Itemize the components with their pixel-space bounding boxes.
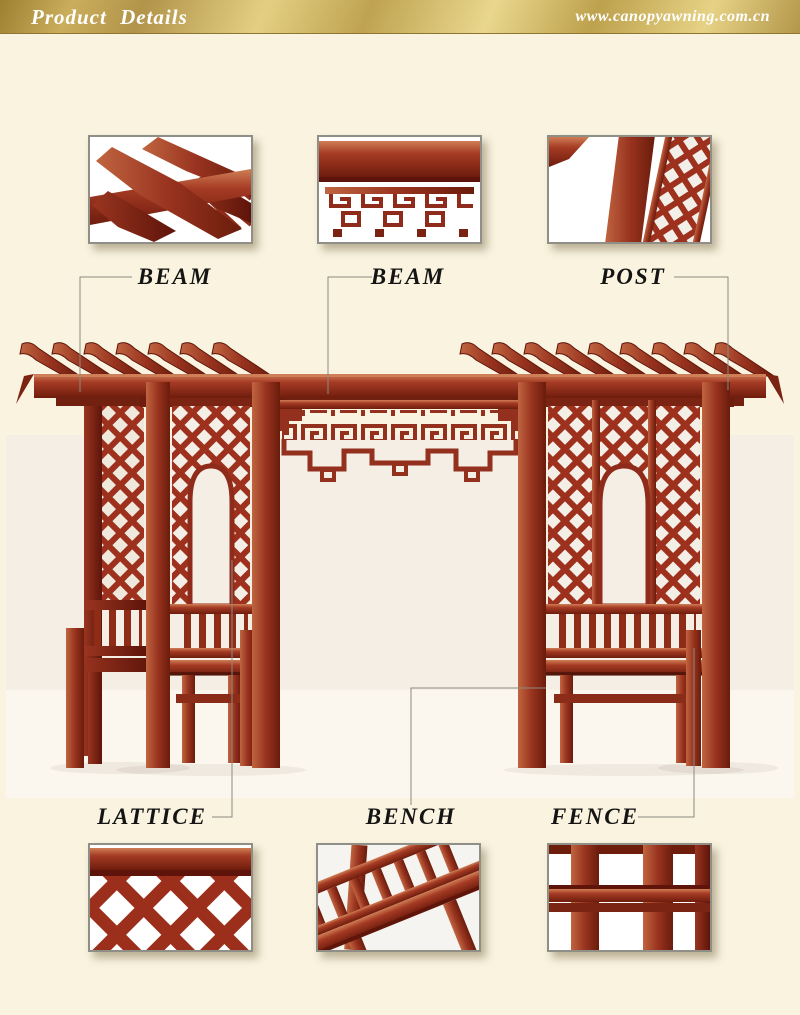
fretwork-keys [329,194,473,227]
fence-image [549,845,710,950]
thumbnail-lattice [88,843,253,952]
corner-wood-piece [549,137,589,167]
lattice-image [90,845,251,950]
bench-image [318,845,479,950]
gold-header-bar: Product Details www.canopyawning.com.cn [0,0,800,34]
post-lattice-image [549,137,710,242]
rafter-blades [19,342,775,377]
thumbnail-beam-rafters [88,135,253,244]
fretwork-valance [280,400,520,482]
fretwork-stubs [333,229,468,237]
thumbnail-beam-fretwork [317,135,482,244]
callout-label-fence: FENCE [551,804,639,829]
callout-lines [79,276,729,818]
left-side-wall [66,396,152,768]
page-title: Product Details [31,5,188,29]
website-url: www.canopyawning.com.cn [575,8,770,25]
pergola [16,342,784,768]
thumbnail-post-lattice [547,135,712,244]
callout-label-beam-left: BEAM [137,264,213,289]
thumbnail-bench [316,843,481,952]
thumbnail-fence [547,843,712,952]
lattice-strip [638,137,710,242]
callout-label-lattice: LATTICE [97,804,207,829]
callout-label-beam-middle: BEAM [370,264,446,289]
beam-fretwork-image [319,137,480,242]
pergola-posts [146,382,730,768]
bench-body [318,845,479,950]
beam-rafters-image [90,137,251,242]
leaning-post [605,137,655,242]
left-lattice-bay [154,398,268,766]
callout-label-post: POST [600,264,666,289]
callout-label-bench: BENCH [365,804,457,829]
